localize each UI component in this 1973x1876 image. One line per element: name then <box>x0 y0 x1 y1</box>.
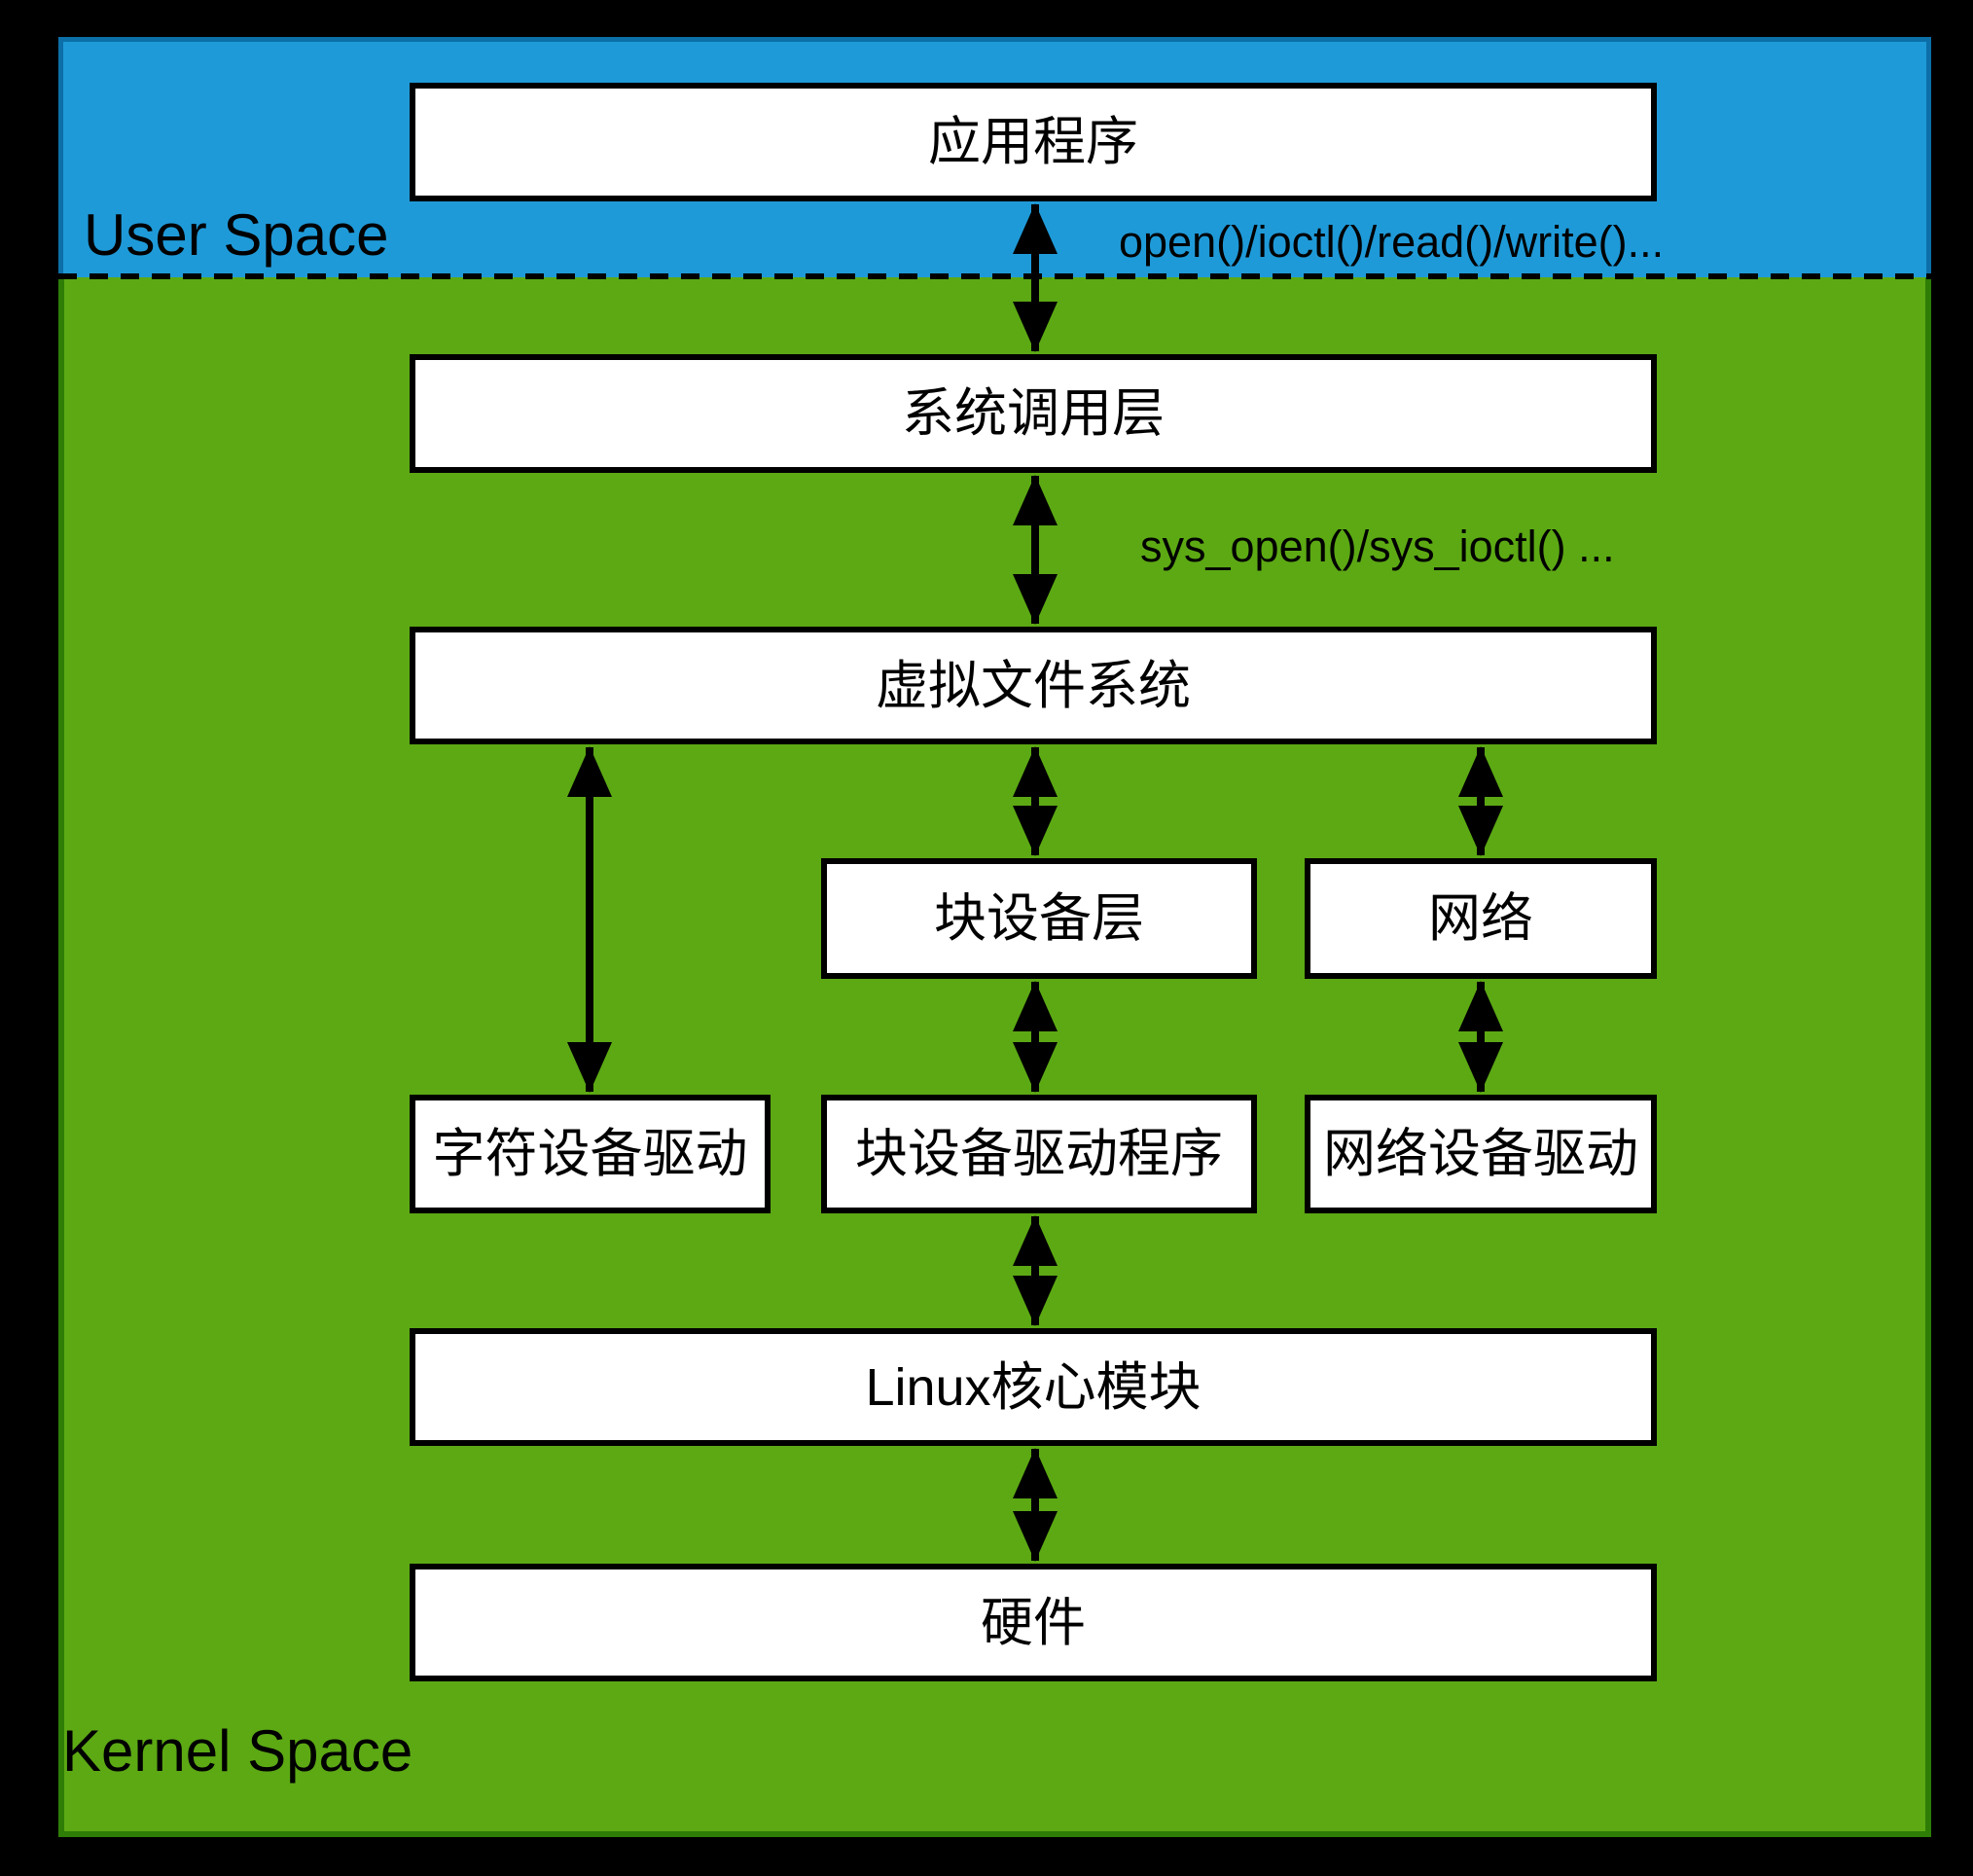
box-char-device-driver: 字符设备驱动 <box>410 1095 771 1213</box>
box-block-device-driver-label: 块设备驱动程序 <box>855 1125 1223 1183</box>
box-application: 应用程序 <box>410 83 1657 201</box>
box-virtual-file-system: 虚拟文件系统 <box>410 627 1657 744</box>
user-space-label: User Space <box>84 202 389 268</box>
box-char-device-driver-label: 字符设备驱动 <box>432 1125 748 1183</box>
box-linux-kernel-module: Linux核心模块 <box>410 1328 1657 1446</box>
box-syscall-layer: 系统调用层 <box>410 354 1657 473</box>
box-linux-kernel-module-label: Linux核心模块 <box>865 1357 1202 1417</box>
box-block-device-driver: 块设备驱动程序 <box>821 1095 1257 1213</box>
box-syscall-layer-label: 系统调用层 <box>902 384 1165 443</box>
box-network-device-driver: 网络设备驱动 <box>1305 1095 1657 1213</box>
box-hardware: 硬件 <box>410 1564 1657 1681</box>
user-api-annotation: open()/ioctl()/read()/write()... <box>1119 217 1665 267</box>
box-application-label: 应用程序 <box>928 113 1138 171</box>
box-hardware-label: 硬件 <box>981 1593 1086 1652</box>
box-block-device-layer-label: 块设备层 <box>934 889 1144 948</box>
box-network: 网络 <box>1305 858 1657 979</box>
box-network-device-driver-label: 网络设备驱动 <box>1323 1125 1638 1183</box>
sys-api-annotation: sys_open()/sys_ioctl() ... <box>1140 522 1615 571</box>
box-network-label: 网络 <box>1428 889 1533 948</box>
box-virtual-file-system-label: 虚拟文件系统 <box>876 656 1191 715</box>
kernel-space-label: Kernel Space <box>62 1718 413 1784</box>
user-kernel-boundary-dashed-line <box>58 273 1931 279</box>
box-block-device-layer: 块设备层 <box>821 858 1257 979</box>
